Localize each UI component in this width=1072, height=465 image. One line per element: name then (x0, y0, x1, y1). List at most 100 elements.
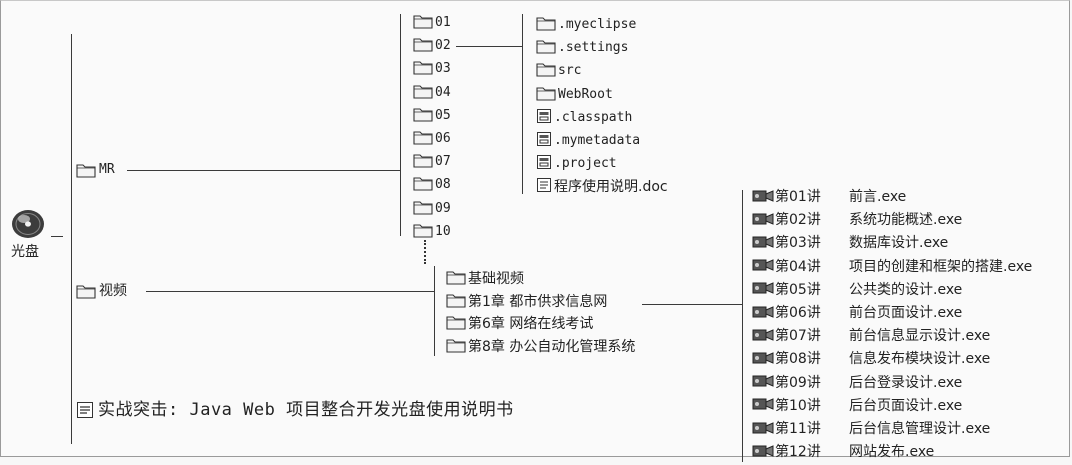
lecture-title: 项目的创建和框架的搭建.exe (849, 258, 1033, 275)
mr-folder-07-label: 07 (435, 154, 451, 170)
project-item-5[interactable]: .mymetadata (536, 132, 640, 150)
lecture-title: 网站发布.exe (849, 444, 935, 461)
project-children-trunk (522, 14, 523, 194)
mr-folder-08-label: 08 (435, 177, 451, 193)
lecture-number: 第10讲 (775, 397, 821, 414)
lecture-title: 系统功能概述.exe (849, 212, 963, 229)
mr-children-trunk (400, 14, 401, 236)
lecture-number: 第07讲 (775, 328, 821, 345)
lecture-item[interactable]: 第09讲后台登录设计.exe (752, 374, 962, 392)
video-label: 视频 (99, 283, 127, 299)
video-folder-1[interactable]: 第1章 都市供求信息网 (446, 293, 607, 311)
project-item-1[interactable]: .settings (536, 39, 628, 57)
project-item-1-label: .settings (558, 40, 629, 56)
video-file-icon (752, 443, 774, 462)
lecture-number: 第12讲 (775, 444, 821, 461)
mr-label: MR (99, 162, 115, 177)
project-item-3[interactable]: WebRoot (536, 86, 613, 104)
mr-folder-08[interactable]: 08 (413, 176, 451, 194)
project-item-4-label: .classpath (554, 109, 633, 125)
lecture-item[interactable]: 第10讲 后台页面设计.exe (752, 397, 962, 415)
folder-icon (413, 59, 433, 79)
level1-trunk (71, 34, 72, 444)
folder-icon (446, 314, 466, 334)
video-file-icon (752, 420, 774, 439)
mr-folder-07[interactable]: 07 (413, 153, 451, 171)
lecture-number: 第05讲 (775, 281, 821, 298)
lecture-item[interactable]: 第07讲前台信息显示设计.exe (752, 327, 990, 345)
lecture-item[interactable]: 第06讲前台页面设计.exe (752, 304, 962, 322)
disc-icon (10, 208, 46, 240)
video-file-icon (752, 396, 774, 415)
mr-folder-09[interactable]: 09 (413, 200, 451, 218)
lecture-title: 信息发布模块设计.exe (849, 351, 991, 368)
folder-icon (536, 15, 556, 35)
lecture-title: 前言.exe (849, 189, 907, 205)
video-folder-2[interactable]: 第6章 网络在线考试 (446, 315, 593, 333)
video-node[interactable]: 视频 (76, 282, 127, 300)
lecture-item[interactable]: 第08讲信息发布模块设计.exe (752, 350, 990, 368)
project-item-0[interactable]: .myeclipse (536, 16, 636, 34)
mr-folder-06-label: 06 (435, 131, 451, 146)
folder-icon (413, 83, 433, 103)
lecture-number: 第03讲 (775, 235, 821, 252)
project-item-7[interactable]: 程序使用说明.doc (536, 178, 668, 196)
lecture-title: 数据库设计.exe (849, 235, 949, 252)
manual-node[interactable]: 实战突击: Java Web 项目整合开发光盘使用说明书 (76, 399, 514, 421)
video-folder-0[interactable]: 基础视频 (446, 270, 524, 288)
lecture-number: 第04讲 (775, 258, 821, 275)
mr-folder-03[interactable]: 03 (413, 60, 451, 78)
folder-02-connector (456, 46, 522, 47)
video-folder-3-label: 第8章 办公自动化管理系统 (468, 338, 636, 355)
mr-folder-10-label: 10 (435, 223, 451, 239)
lecture-number: 第06讲 (775, 305, 821, 321)
mr-folder-09-label: 09 (435, 200, 451, 216)
video-folder-2-label: 第6章 网络在线考试 (468, 316, 594, 332)
lecture-title: 后台页面设计.exe (849, 397, 963, 414)
lecture-number: 第02讲 (775, 212, 821, 229)
lecture-item[interactable]: 第12讲 网站发布.exe (752, 443, 934, 461)
project-item-4[interactable]: .classpath (536, 108, 633, 128)
video-folder-0-label: 基础视频 (468, 271, 524, 287)
mr-folder-02-label: 02 (435, 38, 451, 54)
folder-icon (413, 199, 433, 219)
video-file-icon (752, 350, 774, 369)
mr-node[interactable]: MR (76, 161, 115, 179)
mr-folder-10[interactable]: 10 (413, 223, 451, 241)
ellipsis-dots (424, 240, 426, 264)
document-icon (76, 401, 94, 419)
video-file-icon (752, 304, 774, 323)
video-children-trunk (434, 266, 435, 356)
mr-folder-04[interactable]: 04 (413, 84, 451, 102)
lecture-item[interactable]: 第04讲 项目的创建和框架的搭建.exe (752, 258, 1032, 276)
project-item-7-label: 程序使用说明.doc (554, 179, 668, 196)
project-item-5-label: .mymetadata (554, 133, 641, 148)
mr-folder-02[interactable]: 02 (413, 37, 451, 55)
video-folder-3[interactable]: 第8章 办公自动化管理系统 (446, 338, 635, 356)
folder-icon (413, 13, 433, 33)
lecture-item[interactable]: 第02讲 系统功能概述.exe (752, 211, 962, 229)
project-item-6[interactable]: .project (536, 155, 617, 173)
root-connector (51, 236, 63, 237)
document-icon (536, 177, 552, 197)
mr-folder-06[interactable]: 06 (413, 130, 451, 148)
mr-folder-01[interactable]: 01 (413, 14, 451, 32)
manual-label: 实战突击: Java Web 项目整合开发光盘使用说明书 (98, 400, 514, 420)
config-file-icon (536, 108, 552, 128)
folder-icon (413, 175, 433, 195)
lecture-title: 公共类的设计.exe (849, 281, 963, 298)
video-file-icon (752, 257, 774, 276)
lecture-item[interactable]: 第01讲前言.exe (752, 188, 906, 206)
video-file-icon (752, 211, 774, 230)
chapter1-connector (642, 304, 742, 305)
mr-folder-05-label: 05 (435, 107, 451, 123)
project-item-0-label: .myeclipse (558, 17, 637, 32)
mr-folder-05[interactable]: 05 (413, 107, 451, 125)
lecture-item[interactable]: 第05讲 公共类的设计.exe (752, 281, 962, 299)
video-folder-1-label: 第1章 都市供求信息网 (468, 293, 608, 310)
lecture-item[interactable]: 第11讲后台信息管理设计.exe (752, 420, 990, 438)
config-file-icon (536, 131, 552, 151)
project-item-2[interactable]: src (536, 62, 581, 80)
lecture-item[interactable]: 第03讲 数据库设计.exe (752, 234, 948, 252)
